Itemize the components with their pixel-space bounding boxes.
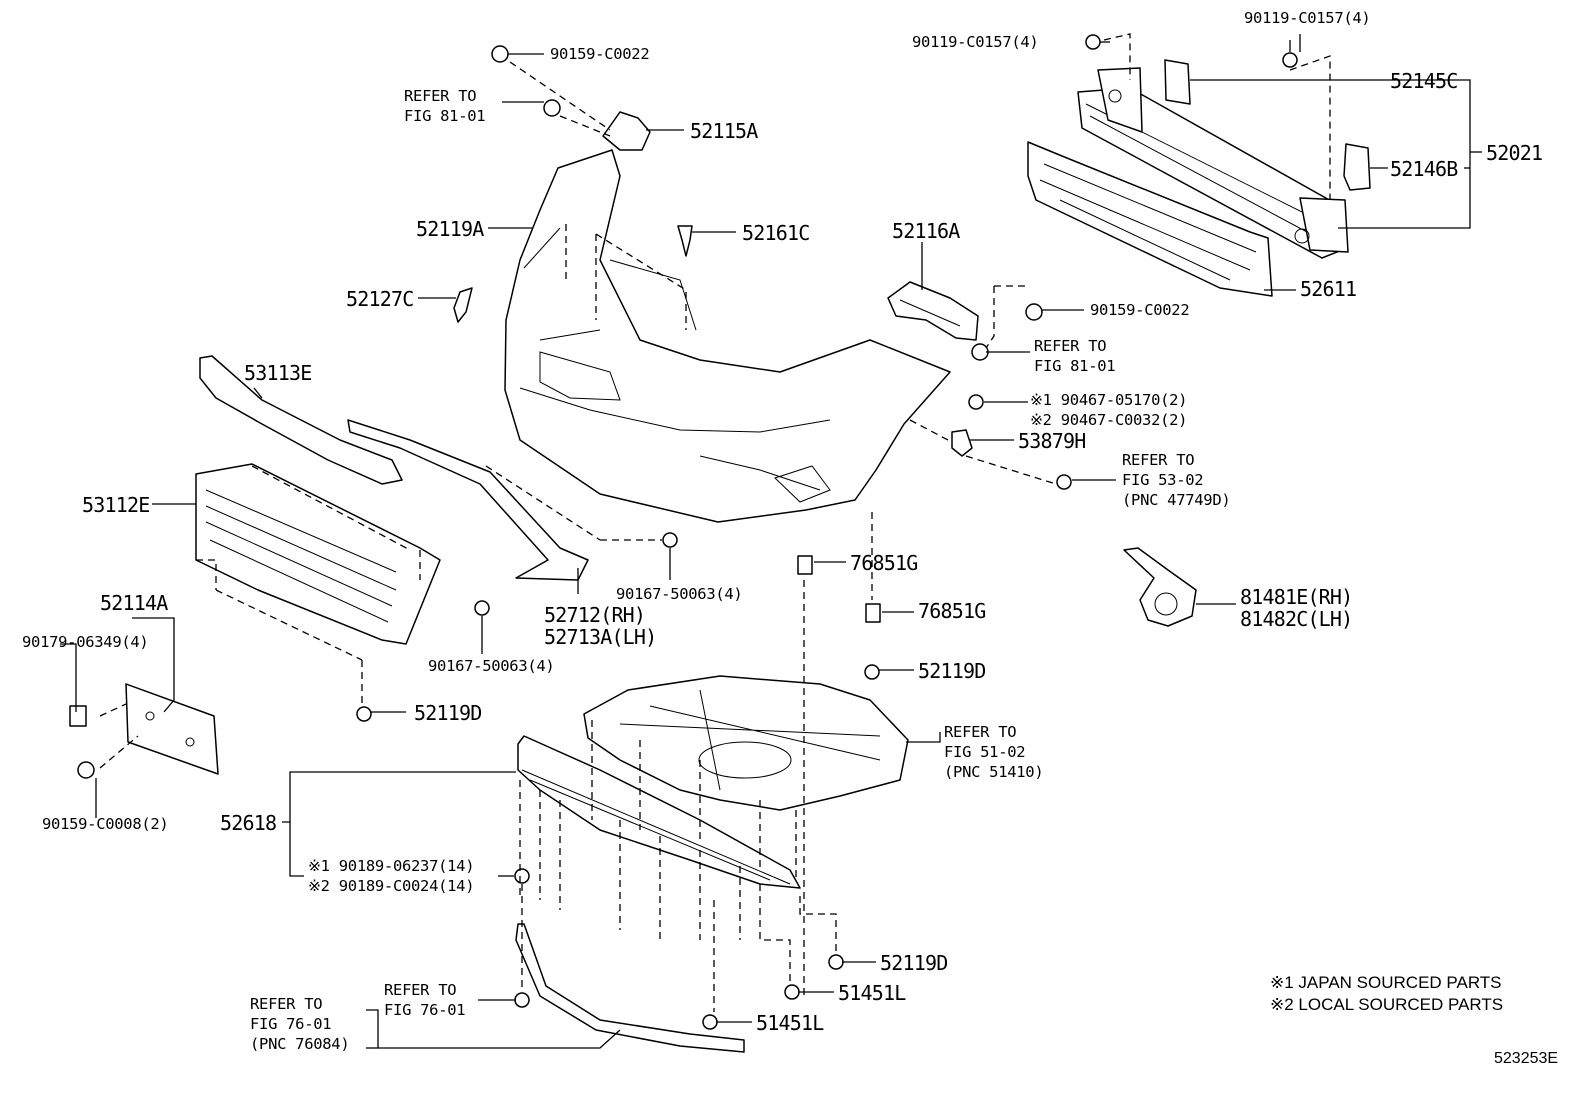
label-refer-fig-76-01-b: REFER TO FIG 76-01 (PNC 76084) [250, 995, 350, 1053]
bolt-51451L-b [702, 1014, 718, 1030]
label-90159-C0022-mid: 90159-C0022 [1090, 301, 1190, 319]
bolt-52119D-left [356, 706, 372, 722]
bolt-90159-C0022-mid [1025, 303, 1043, 321]
engine-under-cover [583, 675, 909, 811]
label-90119-C0157-b: 90119-C0157(4) [1244, 9, 1371, 27]
clip-90179 [69, 705, 87, 727]
label-52114A: 52114A [100, 591, 168, 615]
label-refer-fig-53-02: REFER TO FIG 53-02 (PNC 47749D) [1122, 451, 1231, 509]
front-spoiler-52618 [517, 735, 801, 889]
label-52115A: 52115A [690, 119, 758, 143]
bolt-90167-b [474, 600, 490, 616]
label-90119-C0157-a: 90119-C0157(4) [912, 33, 1039, 51]
label-81481E-81482C: 81481E(RH) 81482C(LH) [1240, 585, 1353, 631]
bolt-90167-a [662, 532, 678, 548]
nut-refer-81-01-top [543, 99, 561, 117]
bolt-90159-C0022-top [491, 45, 509, 63]
label-52146B: 52146B [1390, 157, 1458, 181]
label-52618: 52618 [220, 811, 277, 835]
label-52119D-left: 52119D [414, 701, 482, 725]
label-52712-52713A: 52712(RH) 52713A(LH) [544, 603, 657, 649]
side-retainer-52116A [887, 281, 979, 341]
label-90167-50063-a: 90167-50063(4) [616, 585, 743, 603]
bracket-52115A [602, 111, 651, 151]
fog-lamp-cover [1123, 547, 1197, 627]
note-local-sourced: ※2 LOCAL SOURCED PARTS [1270, 995, 1504, 1014]
label-51451L-a: 51451L [838, 981, 906, 1005]
lower-molding-76084 [515, 923, 745, 1053]
label-52127C: 52127C [346, 287, 414, 311]
clip-53879H [951, 429, 973, 457]
label-52161C: 52161C [742, 221, 810, 245]
label-52021: 52021 [1486, 141, 1543, 165]
clip-76851G-b [865, 603, 881, 623]
bumper-reinforcement-beam [1077, 67, 1349, 259]
bolt-90159-C0008 [77, 761, 95, 779]
label-53879H: 53879H [1018, 429, 1086, 453]
beam-bolt-left [1085, 34, 1110, 50]
label-refer-fig-81-01-mid: REFER TO FIG 81-01 [1034, 337, 1116, 375]
beam-bolt-right [1282, 40, 1298, 68]
front-bumper-cover [504, 149, 951, 523]
label-76851G-a: 76851G [850, 551, 918, 575]
label-52145C: 52145C [1390, 69, 1458, 93]
plate-52146B [1343, 143, 1371, 191]
bolt-51451L-a [784, 984, 800, 1000]
bolt-refer-53-02 [1056, 474, 1072, 490]
screw-90467 [968, 394, 984, 410]
label-90159-C0022-top: 90159-C0022 [550, 45, 650, 63]
label-52119D-mid: 52119D [918, 659, 986, 683]
label-53112E: 53112E [82, 493, 150, 517]
label-90189: ※1 90189-06237(14) ※2 90189-C0024(14) [308, 857, 475, 895]
figure-number: 523253E [1494, 1050, 1559, 1067]
bolt-refer-76-01 [514, 992, 530, 1008]
label-refer-fig-51-02: REFER TO FIG 51-02 (PNC 51410) [944, 723, 1044, 781]
label-52116A: 52116A [892, 219, 960, 243]
label-90159-C0008: 90159-C0008(2) [42, 815, 169, 833]
garnish-52712 [347, 419, 589, 581]
assembly-dashed-lines [99, 33, 1331, 1012]
energy-absorber [1027, 141, 1273, 297]
license-plate-bracket [125, 683, 219, 775]
bolt-52119D-bottom [828, 954, 844, 970]
label-refer-fig-81-01-top: REFER TO FIG 81-01 [404, 87, 486, 125]
clip-52161C [677, 225, 693, 257]
plate-52145C [1164, 59, 1191, 105]
label-76851G-b: 76851G [918, 599, 986, 623]
label-53113E: 53113E [244, 361, 312, 385]
grille-molding-53113E [199, 355, 403, 485]
label-90179-06349: 90179-06349(4) [22, 633, 149, 651]
bolt-52119D-mid [864, 664, 880, 680]
clip-52127C [453, 287, 473, 323]
label-90167-50063-b: 90167-50063(4) [428, 657, 555, 675]
label-52119D-bottom: 52119D [880, 951, 948, 975]
leader-lines [60, 34, 1482, 1049]
label-90467: ※1 90467-05170(2) ※2 90467-C0032(2) [1030, 391, 1188, 429]
clip-76851G-a [797, 555, 813, 575]
label-52119A: 52119A [416, 217, 484, 241]
label-51451L-b: 51451L [756, 1011, 824, 1035]
lower-grille-53112E [195, 463, 441, 645]
note-japan-sourced: ※1 JAPAN SOURCED PARTS [1270, 973, 1502, 992]
nut-refer-81-01-mid [971, 343, 989, 361]
label-refer-fig-76-01-a: REFER TO FIG 76-01 [384, 981, 466, 1019]
label-52611: 52611 [1300, 277, 1357, 301]
clip-90189 [514, 868, 530, 884]
